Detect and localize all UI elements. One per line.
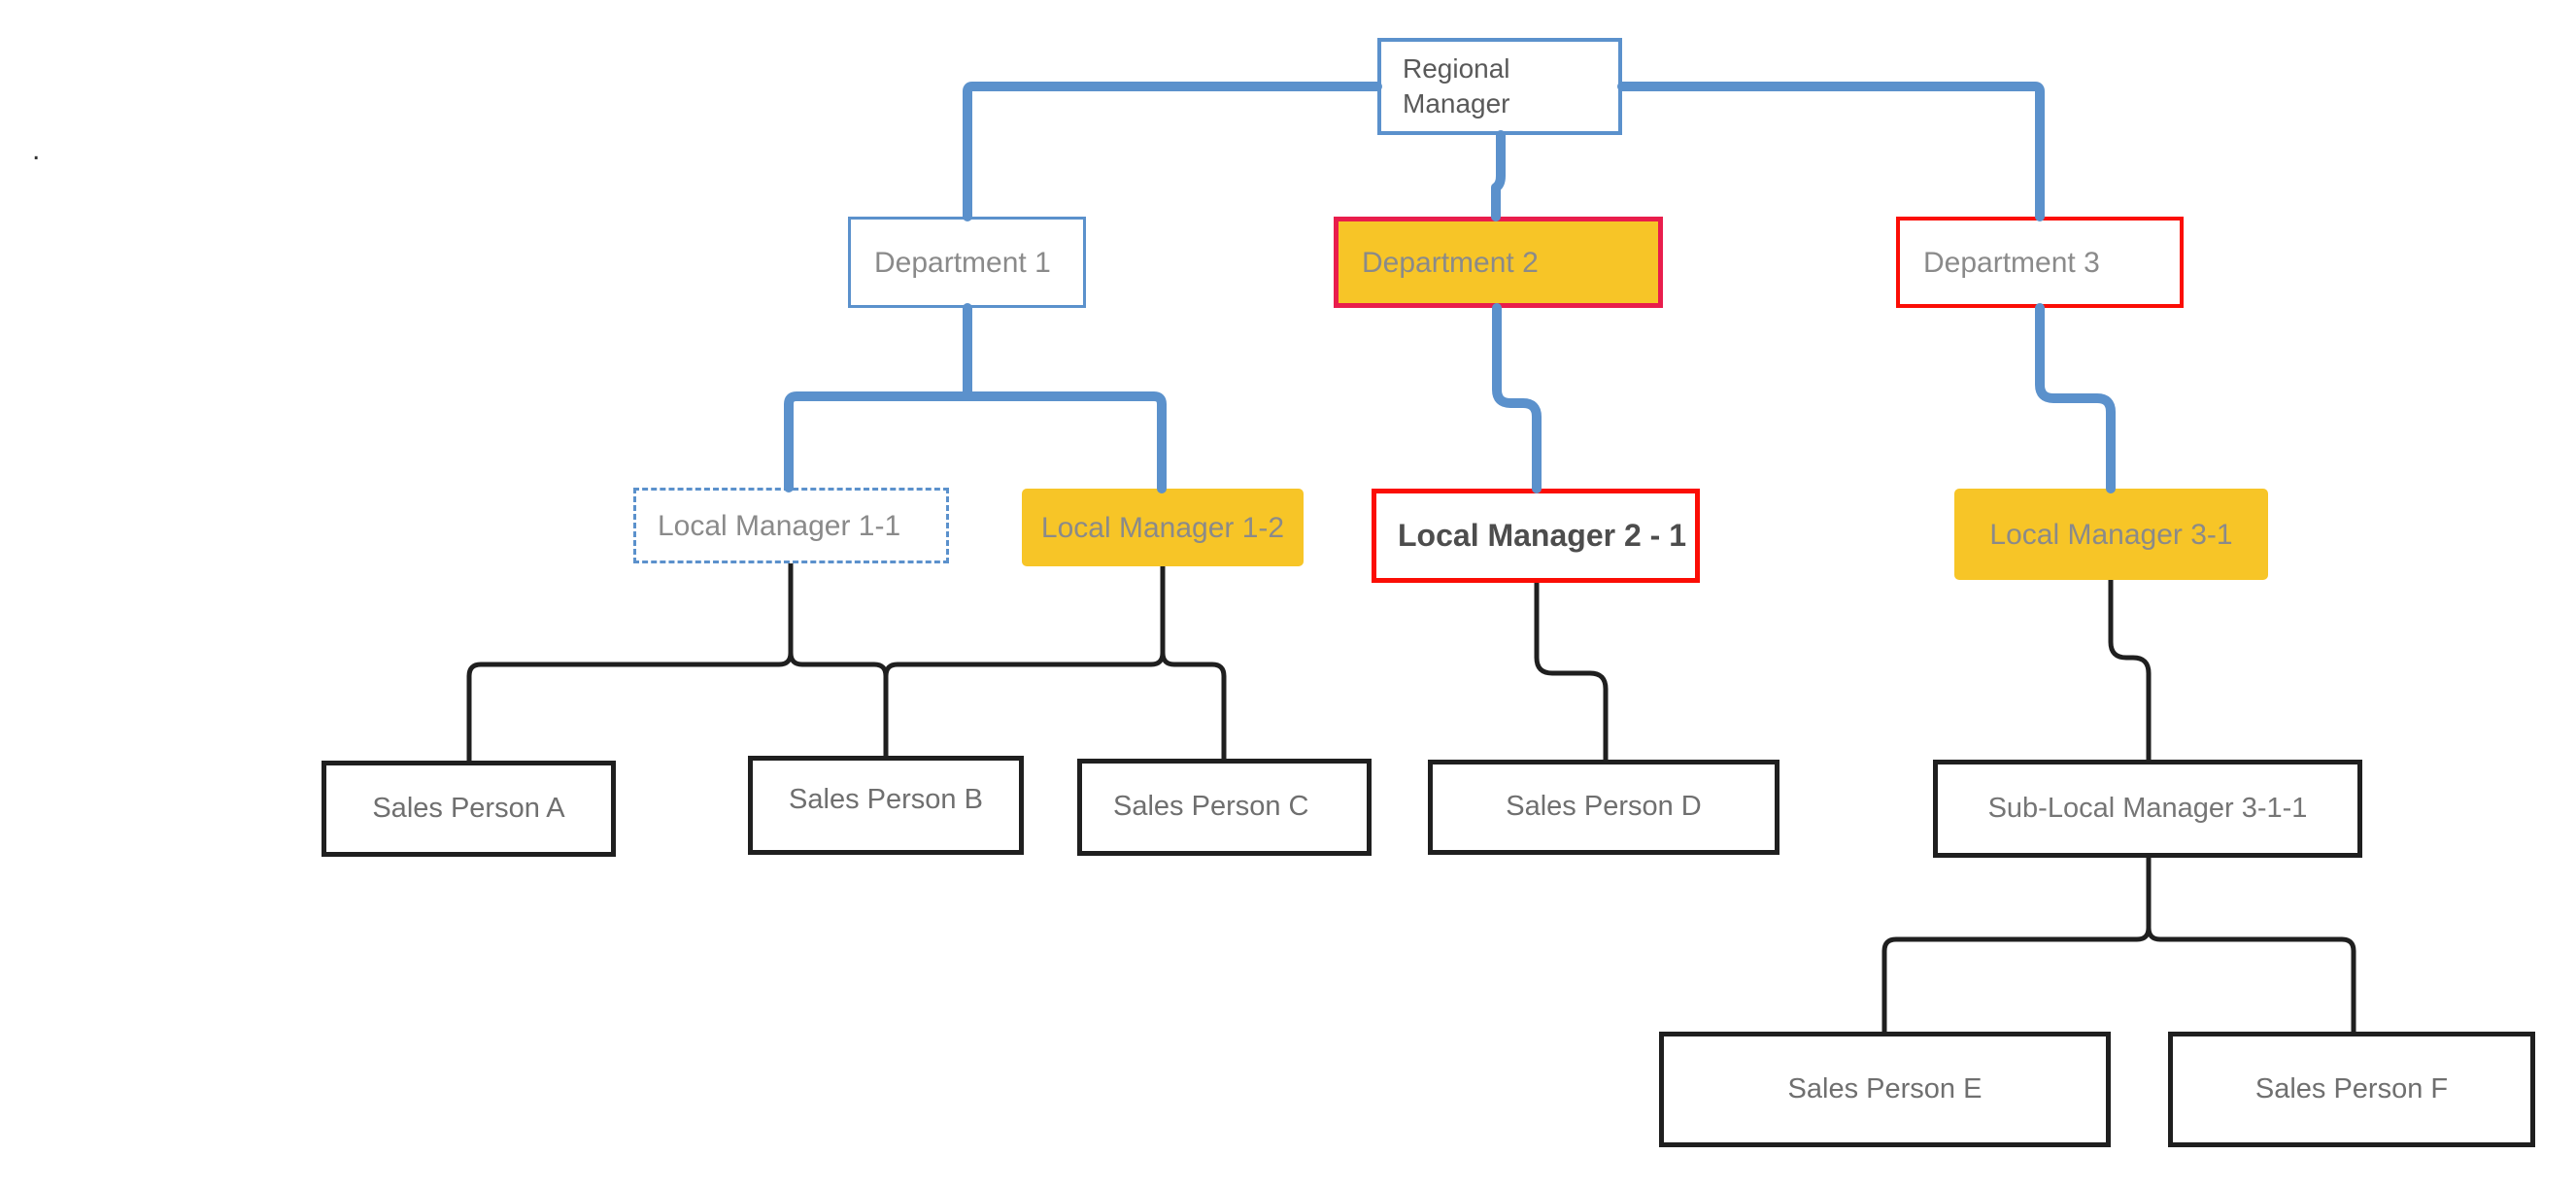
node-sales-person-c[interactable]: Sales Person C <box>1077 759 1372 856</box>
edge-lm12-to-spc <box>1160 566 1227 759</box>
node-label: Local Manager 2 - 1 <box>1398 517 1686 553</box>
node-department-2[interactable]: Department 2 <box>1334 217 1663 308</box>
node-label: Sales Person E <box>1787 1072 1983 1104</box>
node-label: Department 1 <box>874 246 1051 279</box>
node-label: Sales Person A <box>372 792 565 824</box>
node-department-1[interactable]: Department 1 <box>848 217 1086 308</box>
node-local-manager-2-1[interactable]: Local Manager 2 - 1 <box>1372 489 1700 583</box>
node-label: Local Manager 1-2 <box>1040 511 1285 544</box>
node-regional-manager[interactable]: Regional Manager <box>1377 38 1622 135</box>
node-label: Regional Manager <box>1403 52 1510 119</box>
edge-dept2-to-lm21 <box>1492 303 1542 493</box>
edge-lm11-to-spb <box>788 563 889 756</box>
node-sales-person-e[interactable]: Sales Person E <box>1659 1032 2111 1147</box>
node-label: Sales Person B <box>789 784 983 815</box>
node-sales-person-b[interactable]: Sales Person B <box>748 756 1024 855</box>
node-label: Sales Person F <box>2254 1072 2449 1104</box>
node-sales-person-a[interactable]: Sales Person A <box>322 761 616 857</box>
node-sub-local-manager-3-1-1[interactable]: Sub-Local Manager 3-1-1 <box>1933 760 2362 858</box>
node-label: Local Manager 3-1 <box>1989 518 2233 551</box>
edge-lm12-to-spb <box>883 566 1166 756</box>
node-sales-person-f[interactable]: Sales Person F <box>2168 1032 2535 1147</box>
node-label: Department 2 <box>1362 246 1539 279</box>
node-local-manager-1-2[interactable]: Local Manager 1-2 <box>1022 489 1304 566</box>
edge-lm21-to-spd <box>1534 583 1609 760</box>
node-local-manager-1-1[interactable]: Local Manager 1-1 <box>633 488 949 563</box>
edge-sub-to-spe <box>1881 858 2152 1032</box>
node-department-3[interactable]: Department 3 <box>1896 217 2184 308</box>
node-label: Sales Person C <box>1113 791 1309 822</box>
edge-regional-to-dept1 <box>963 82 1382 221</box>
edge-lm31-to-sub <box>2108 580 2152 760</box>
edge-dept3-to-lm31 <box>2035 303 2116 493</box>
edge-sub-to-spf <box>2146 858 2356 1032</box>
edge-lm11-to-spa <box>466 563 794 761</box>
node-local-manager-3-1[interactable]: Local Manager 3-1 <box>1954 489 2268 580</box>
edge-dept1-bracket <box>784 391 1167 493</box>
node-sales-person-d[interactable]: Sales Person D <box>1428 760 1779 855</box>
stray-dot: . <box>32 134 41 166</box>
edge-regional-to-dept3 <box>1617 82 2045 221</box>
edge-regional-to-dept2 <box>1491 130 1506 221</box>
node-label: Sales Person D <box>1506 791 1702 823</box>
node-label: Department 3 <box>1923 246 2100 279</box>
node-label: Local Manager 1-1 <box>658 509 901 542</box>
node-label: Sub-Local Manager 3-1-1 <box>1987 792 2308 824</box>
